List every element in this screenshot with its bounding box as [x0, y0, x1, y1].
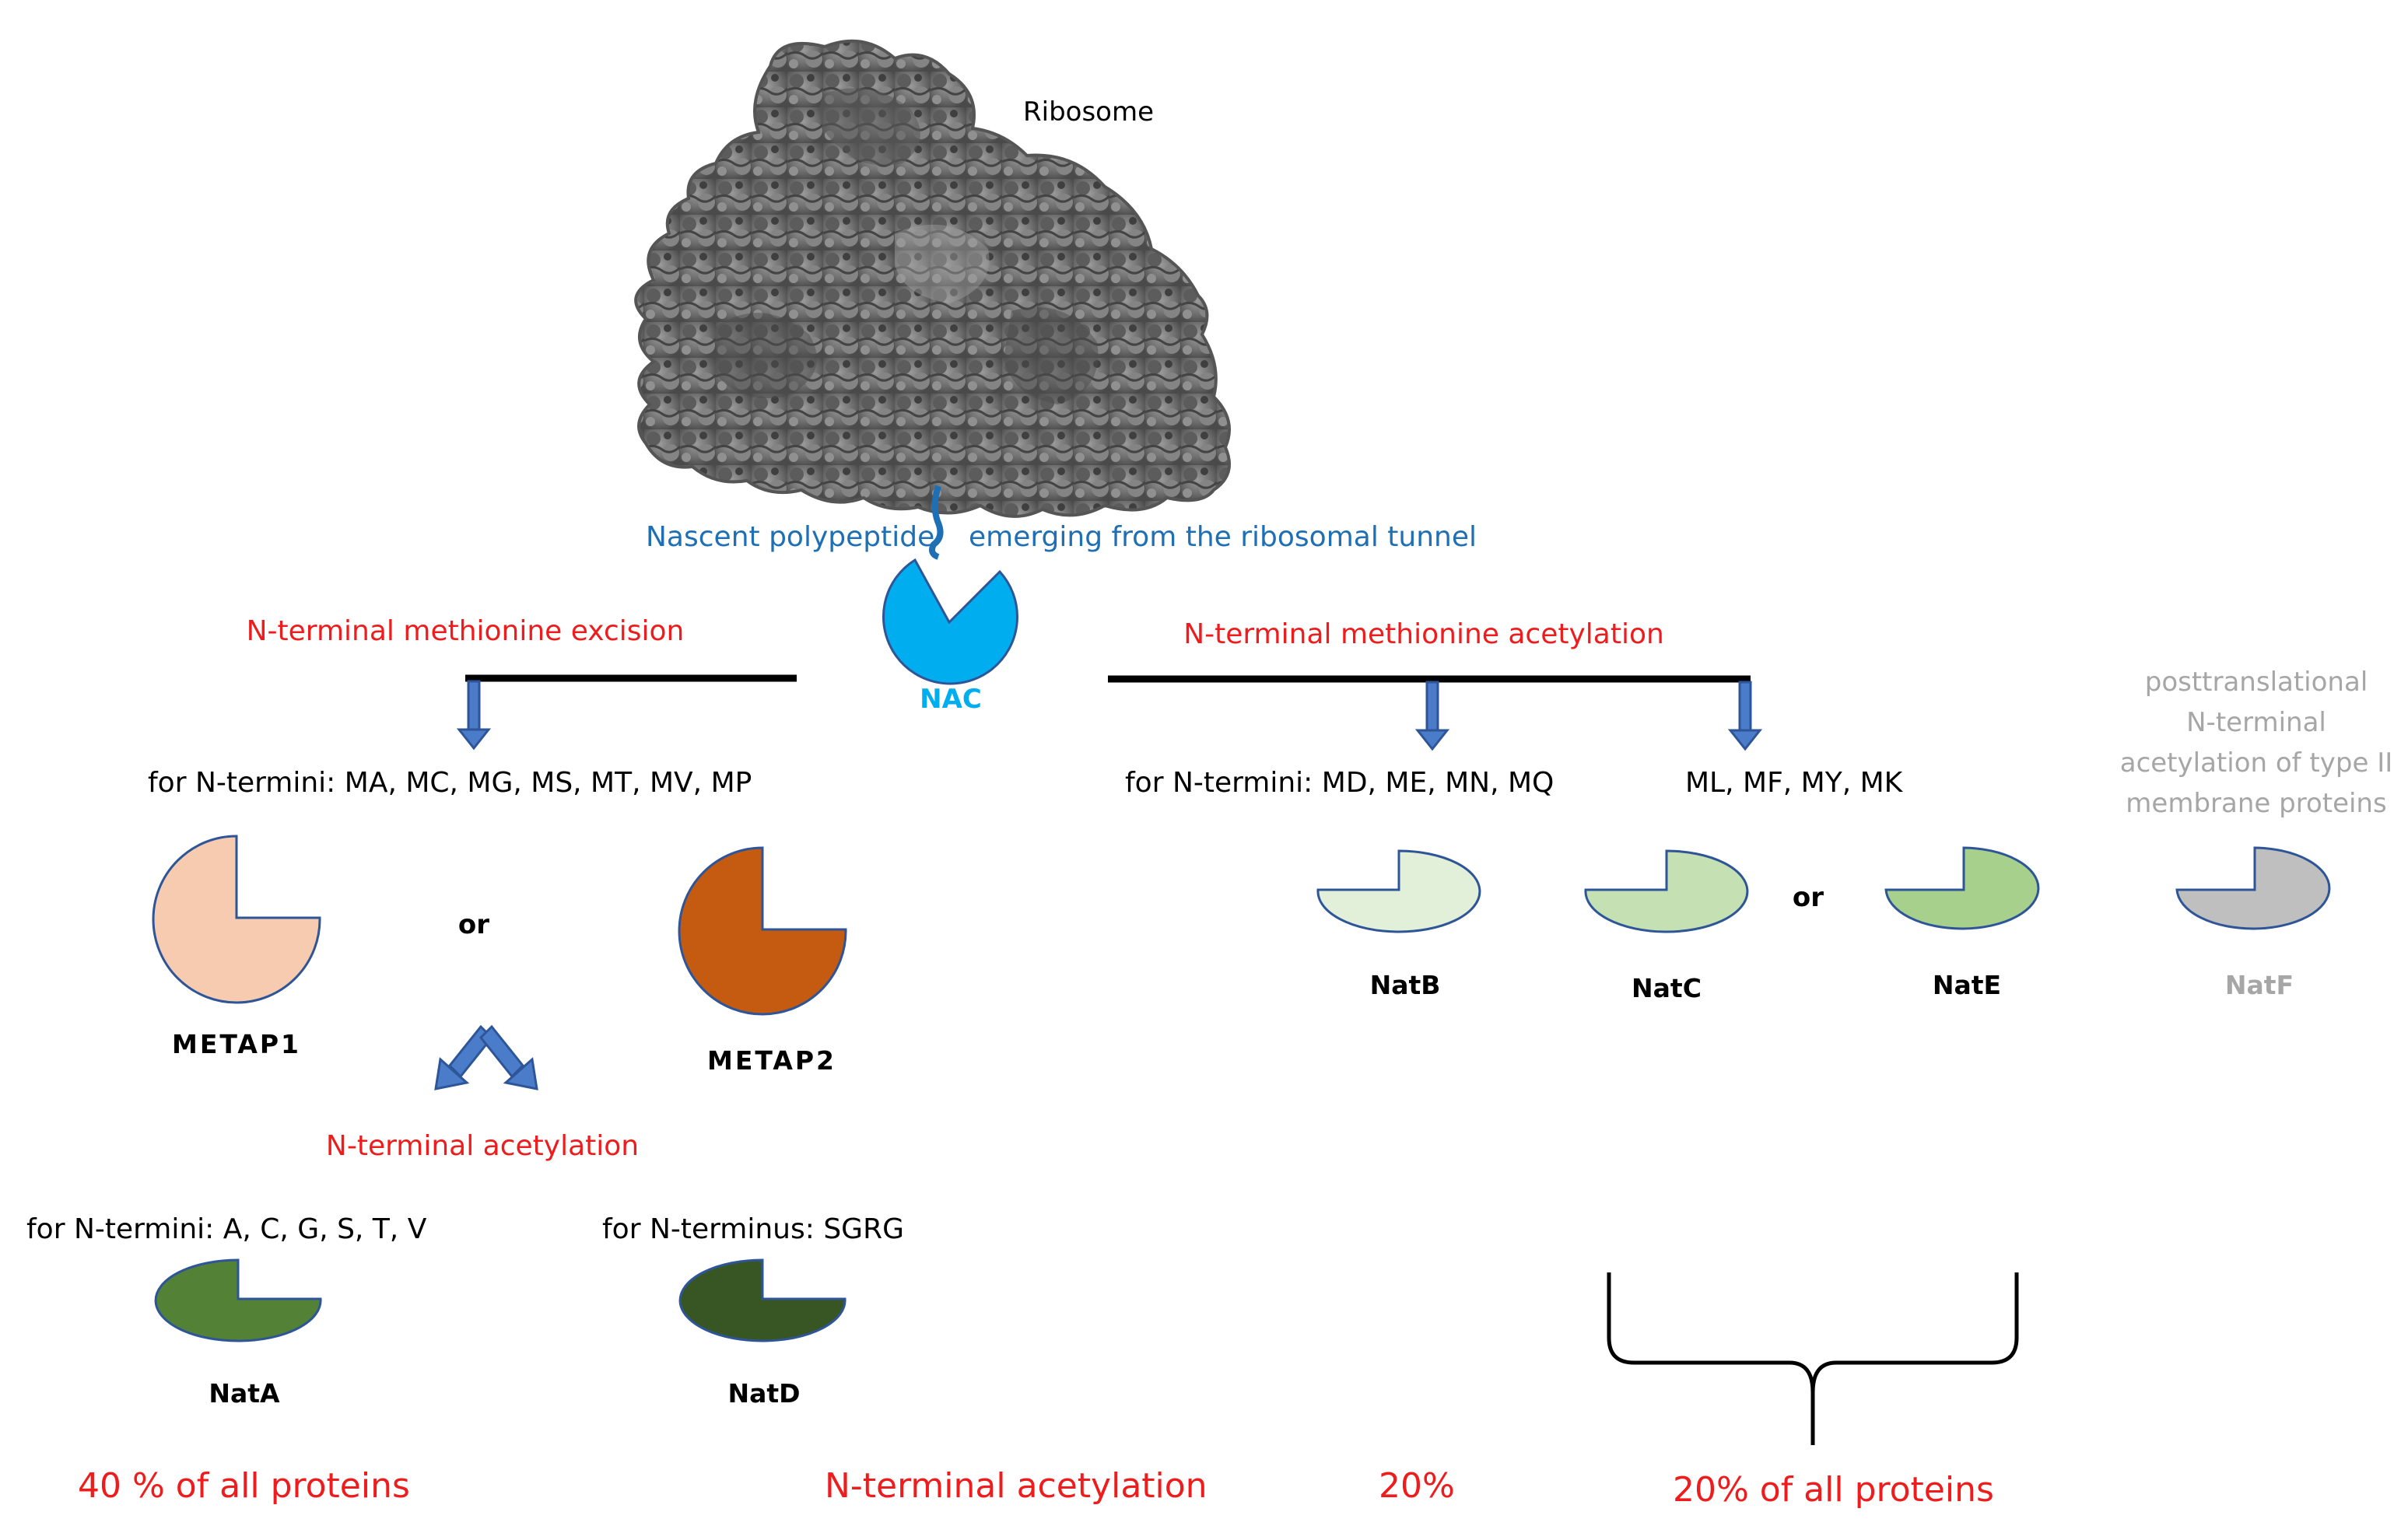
left-down-arrow — [456, 680, 492, 751]
grouping-brace — [1607, 1272, 2019, 1445]
nac-label: NAC — [920, 684, 982, 715]
left-acetylation-text: N-terminal acetylation — [326, 1130, 639, 1162]
nat-or-text: or — [1793, 882, 1824, 913]
left-termini-text: for N-termini: MA, MC, MG, MS, MT, MV, M… — [148, 767, 752, 799]
metap1-shape — [152, 835, 321, 1004]
metap2-label: METAP2 — [707, 1045, 836, 1076]
natf-shape — [2175, 846, 2331, 930]
right-down-arrow-b — [1414, 681, 1450, 751]
nata-shape — [154, 1258, 322, 1342]
nascent-polypeptide-text: Nascent polypeptide — [646, 521, 934, 553]
middle-percent-text: 20% — [1379, 1466, 1455, 1506]
metap-or-text: or — [458, 909, 489, 940]
right-down-arrow-ce — [1727, 681, 1763, 751]
natce-termini-text: ML, MF, MY, MK — [1685, 767, 1904, 799]
methionine-excision-title: N-terminal methionine excision — [247, 615, 685, 647]
methionine-acetylation-title: N-terminal methionine acetylation — [1183, 618, 1664, 650]
overall-acetylation-label: N-terminal acetylation — [825, 1466, 1208, 1506]
metap1-label: METAP1 — [172, 1029, 301, 1059]
metap2-shape — [678, 846, 847, 1016]
natbce-percent-text: 20% of all proteins — [1673, 1470, 1994, 1510]
natf-line-3: acetylation of type II — [2120, 747, 2393, 779]
natf-label: NatF — [2225, 970, 2294, 1000]
acetylation-split-arrows — [434, 1024, 538, 1090]
ribosome-image — [634, 39, 1231, 518]
natf-line-1: posttranslational — [2145, 667, 2368, 698]
nate-label: NatE — [1933, 970, 2001, 1000]
nata-label: NatA — [209, 1378, 280, 1409]
natf-line-4: membrane proteins — [2126, 788, 2386, 819]
natc-shape — [1584, 849, 1749, 933]
nascent-tunnel-text: emerging from the ribosomal tunnel — [969, 521, 1477, 553]
natb-shape — [1316, 849, 1481, 933]
natf-line-2: N-terminal — [2186, 707, 2326, 738]
natf-description: posttranslational N-terminal acetylation… — [2120, 667, 2393, 819]
nac-shape — [882, 558, 1018, 685]
nate-shape — [1884, 846, 2040, 930]
polypeptide-strand — [929, 485, 944, 560]
natd-shape — [678, 1258, 846, 1342]
ribosome-label: Ribosome — [1023, 96, 1154, 128]
natd-label: NatD — [727, 1378, 800, 1409]
natd-termini-text: for N-terminus: SGRG — [602, 1213, 904, 1245]
natb-termini-text: for N-termini: MD, ME, MN, MQ — [1125, 767, 1554, 799]
nata-percent-text: 40 % of all proteins — [78, 1466, 410, 1506]
nata-termini-text: for N-termini: A, C, G, S, T, V — [26, 1213, 427, 1245]
natb-label: NatB — [1370, 970, 1441, 1000]
natc-label: NatC — [1632, 973, 1702, 1003]
